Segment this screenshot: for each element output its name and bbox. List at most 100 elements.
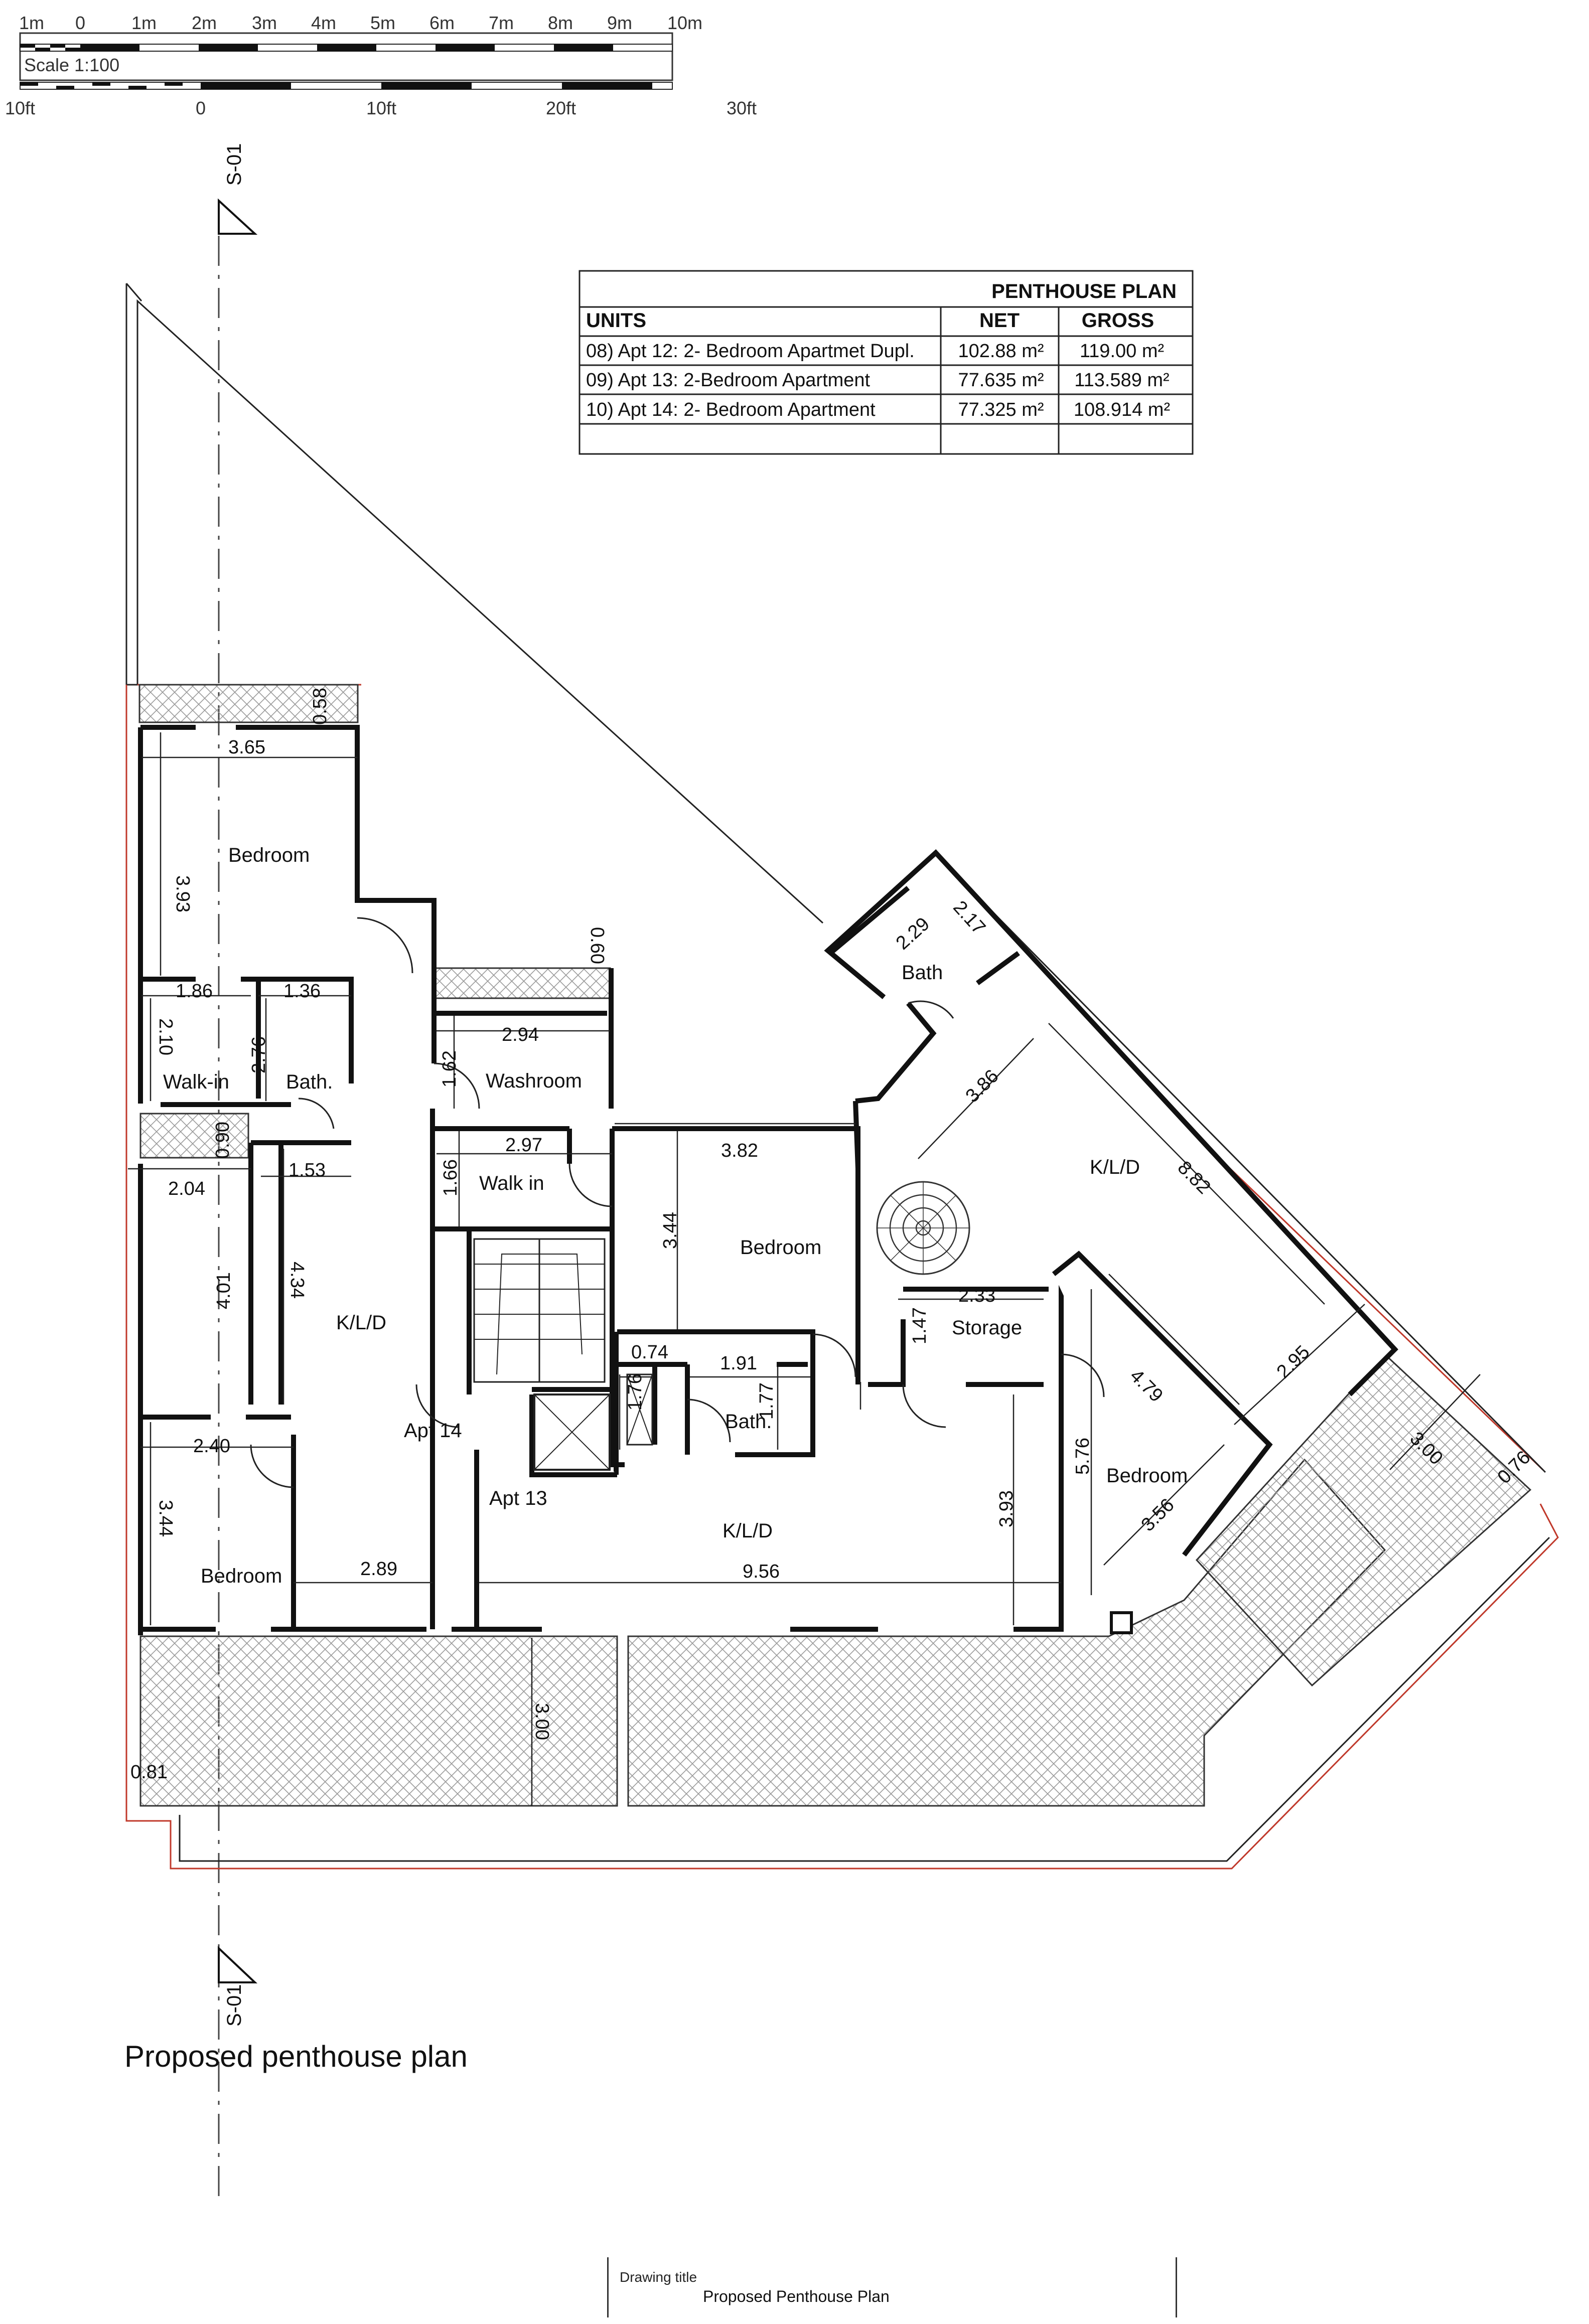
scale-ratio: Scale 1:100: [24, 55, 119, 75]
dim-label: 1.66: [440, 1159, 461, 1196]
dim-label: 3.93: [172, 875, 193, 912]
column: [1110, 1611, 1133, 1634]
terraces: [138, 684, 1532, 1807]
room-label-storage: Storage: [952, 1317, 1022, 1339]
scale-label-1m: 1m: [131, 13, 157, 33]
section-line-s01: [218, 198, 258, 2197]
room-label-walkin-w: Walk-in: [163, 1071, 229, 1093]
section-arrow-top-icon: [218, 198, 258, 235]
room-label-washroom: Washroom: [486, 1070, 582, 1092]
dim-label: 3.00: [531, 1703, 552, 1740]
section-marker-bottom-label: S-01: [223, 1984, 245, 2027]
dim-label: 1.77: [756, 1382, 777, 1420]
area-table-row-unit: 09) Apt 13: 2-Bedroom Apartment: [586, 370, 871, 391]
area-table-row-gross: 108.914 m²: [1074, 399, 1170, 420]
dim-label: 0.81: [130, 1762, 168, 1783]
room-label-bedroom-e: Bedroom: [1106, 1465, 1188, 1487]
dim-label: 1.53: [288, 1160, 326, 1181]
imperial-scale-ruler: [20, 82, 673, 90]
scale-bar-frame: [19, 32, 673, 81]
area-table-row-net: 77.635 m²: [958, 370, 1044, 391]
south-terrace-west: [139, 1635, 618, 1807]
room-label-bedroom-sw: Bedroom: [201, 1565, 282, 1587]
dim-label: 2.76: [248, 1036, 269, 1073]
washroom-balcony: [435, 967, 611, 999]
area-table-row-unit: 10) Apt 14: 2- Bedroom Apartment: [586, 399, 876, 420]
dim-label: 1.47: [909, 1307, 930, 1344]
scale-label-8m: 8m: [548, 13, 573, 33]
area-table-row-gross: 113.589 m²: [1074, 370, 1169, 391]
scale-label-0: 0: [75, 13, 85, 33]
area-table-row-unit: 08) Apt 12: 2- Bedroom Apartmet Dupl.: [586, 341, 915, 362]
dim-label: 0.58: [310, 688, 331, 725]
dim-label: 1.86: [176, 981, 213, 1002]
north-balcony: [138, 684, 359, 723]
imperial-label-20ft: 20ft: [546, 98, 576, 118]
room-label-walkin-c: Walk in: [479, 1172, 544, 1194]
area-table-row-net: 102.88 m²: [958, 341, 1044, 362]
room-label-bedroom-nw: Bedroom: [228, 844, 310, 866]
section-arrow-bottom-icon: [218, 1946, 258, 1983]
area-table: PENTHOUSE PLAN UNITS NET GROSS 08) Apt 1…: [579, 270, 1194, 455]
title-block: Drawing title Proposed Penthouse Plan: [607, 2257, 1177, 2317]
room-label-bath-c: Bath.: [725, 1411, 772, 1433]
dimension-lines: [128, 732, 1481, 1806]
room-label-kld-c: K/L/D: [723, 1520, 773, 1542]
area-table-header-net: NET: [979, 309, 1020, 332]
dim-label: 0.74: [631, 1342, 668, 1363]
metric-scale-ruler: [20, 44, 673, 52]
dim-label: 5.76: [1072, 1438, 1093, 1475]
scale-label-5m: 5m: [370, 13, 395, 33]
dim-label: 2.04: [168, 1178, 205, 1199]
title-block-caption: Drawing title: [620, 2269, 697, 2285]
walls: [138, 725, 1398, 1635]
east-terrace: [1195, 1353, 1532, 1687]
room-label-bath-w: Bath.: [286, 1071, 333, 1093]
plan-title: Proposed penthouse plan: [124, 2040, 468, 2073]
stair-core: [473, 1238, 653, 1471]
dim-label: 0.90: [212, 1122, 233, 1159]
room-labels: Bedroom Walk-in Bath. K/L/D Bedroom Wash…: [163, 844, 1188, 1587]
area-table-title: PENTHOUSE PLAN: [991, 280, 1177, 302]
dim-label: 2.10: [155, 1018, 176, 1055]
dim-label: 3.44: [660, 1212, 681, 1249]
dim-label: 1.36: [283, 981, 321, 1002]
area-table-header-gross: GROSS: [1082, 309, 1154, 332]
room-label-bedroom-c: Bedroom: [740, 1236, 821, 1259]
room-label-apt13: Apt 13: [489, 1487, 547, 1509]
scale-label-4m: 4m: [311, 13, 336, 33]
area-table-header-units: UNITS: [586, 309, 646, 332]
scale-label-6m: 6m: [429, 13, 455, 33]
scale-bar: 1m 0 1m 2m 3m 4m 5m 6m 7m 8m 9m 10m Scal…: [5, 13, 757, 118]
room-label-kld-ne: K/L/D: [1090, 1156, 1140, 1178]
imperial-label-10ft: 10ft: [366, 98, 396, 118]
area-table-row-gross: 119.00 m²: [1080, 341, 1164, 362]
title-block-value: Proposed Penthouse Plan: [703, 2287, 890, 2305]
dim-label: 4.34: [286, 1262, 308, 1299]
room-label-bath-ne: Bath: [902, 962, 943, 984]
dim-label: 2.33: [958, 1285, 995, 1306]
door-swings: [250, 917, 1105, 1488]
dim-label: 2.97: [505, 1135, 542, 1156]
dim-label: 3.65: [228, 737, 265, 758]
dim-label: 3.82: [721, 1140, 758, 1161]
walkin-balcony: [139, 1113, 249, 1159]
dim-label: 1.76: [625, 1373, 646, 1411]
scale-label-3m: 3m: [252, 13, 277, 33]
room-label-kld-w: K/L/D: [336, 1312, 386, 1334]
imperial-label-10ft-neg: 10ft: [5, 98, 35, 118]
dim-label: 2.40: [193, 1436, 230, 1457]
dim-label: 2.94: [502, 1024, 539, 1045]
dim-label: 1.62: [439, 1050, 460, 1088]
dim-label: 4.01: [213, 1272, 234, 1309]
spiral-stair-icon: [876, 1181, 970, 1275]
room-label-apt14: Apt 14: [404, 1420, 462, 1442]
scale-label-1m-neg: 1m: [19, 13, 44, 33]
imperial-label-30ft: 30ft: [727, 98, 757, 118]
scale-label-2m: 2m: [192, 13, 217, 33]
dim-label: 3.44: [155, 1500, 176, 1537]
dim-label: 9.56: [743, 1561, 780, 1582]
imperial-label-0: 0: [196, 98, 206, 118]
section-marker-top-label: S-01: [223, 143, 245, 186]
